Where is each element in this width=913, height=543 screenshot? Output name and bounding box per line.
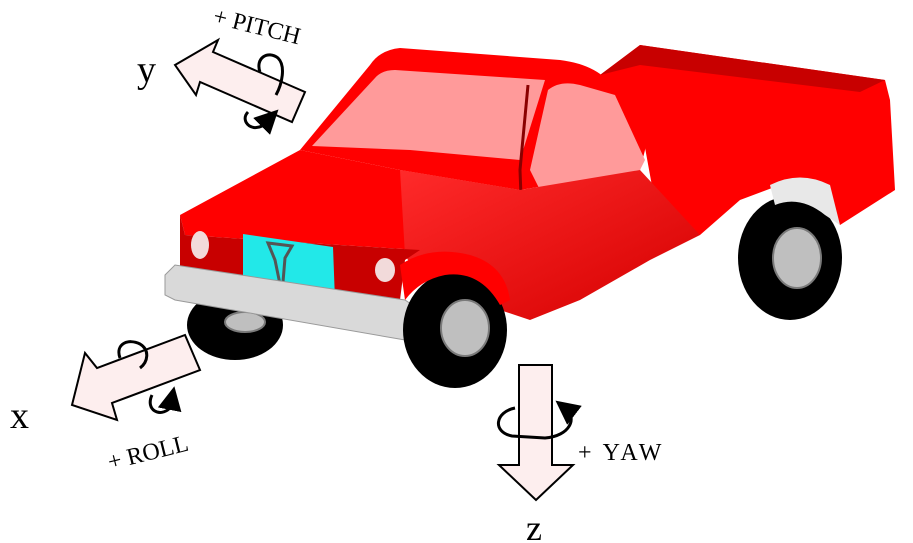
pitch-label: + PITCH (211, 4, 304, 51)
y-axis-arrow-icon (173, 37, 307, 124)
front-fender (400, 251, 510, 305)
truck-illustration (164, 45, 895, 388)
left-headlight (191, 231, 209, 259)
yaw-rotation-loop-icon (497, 400, 582, 440)
x-axis-label: x (10, 395, 29, 437)
z-axis-label: z (526, 508, 542, 543)
y-axis-group: y + PITCH (137, 4, 307, 128)
truck-bed-wheel-well-trim (770, 177, 840, 225)
grille-divider (265, 241, 295, 295)
x-axis-group: x + ROLL (10, 333, 202, 476)
y-axis-label: y (137, 49, 156, 91)
front-right-wheel (403, 272, 507, 388)
x-axis-arrow-icon (70, 333, 202, 422)
yaw-label: + YAW (578, 440, 664, 466)
roll-label: + ROLL (105, 431, 191, 476)
truck-bed-top (600, 45, 885, 92)
pitch-rotation-loop-icon (243, 53, 282, 128)
side-window (530, 83, 645, 190)
right-headlight (375, 258, 395, 282)
z-axis-group: z + YAW (496, 364, 664, 543)
z-axis-arrow-icon (496, 364, 576, 502)
windshield (312, 70, 545, 160)
rear-wheel (738, 196, 842, 320)
roll-rotation-loop-icon (117, 340, 172, 413)
